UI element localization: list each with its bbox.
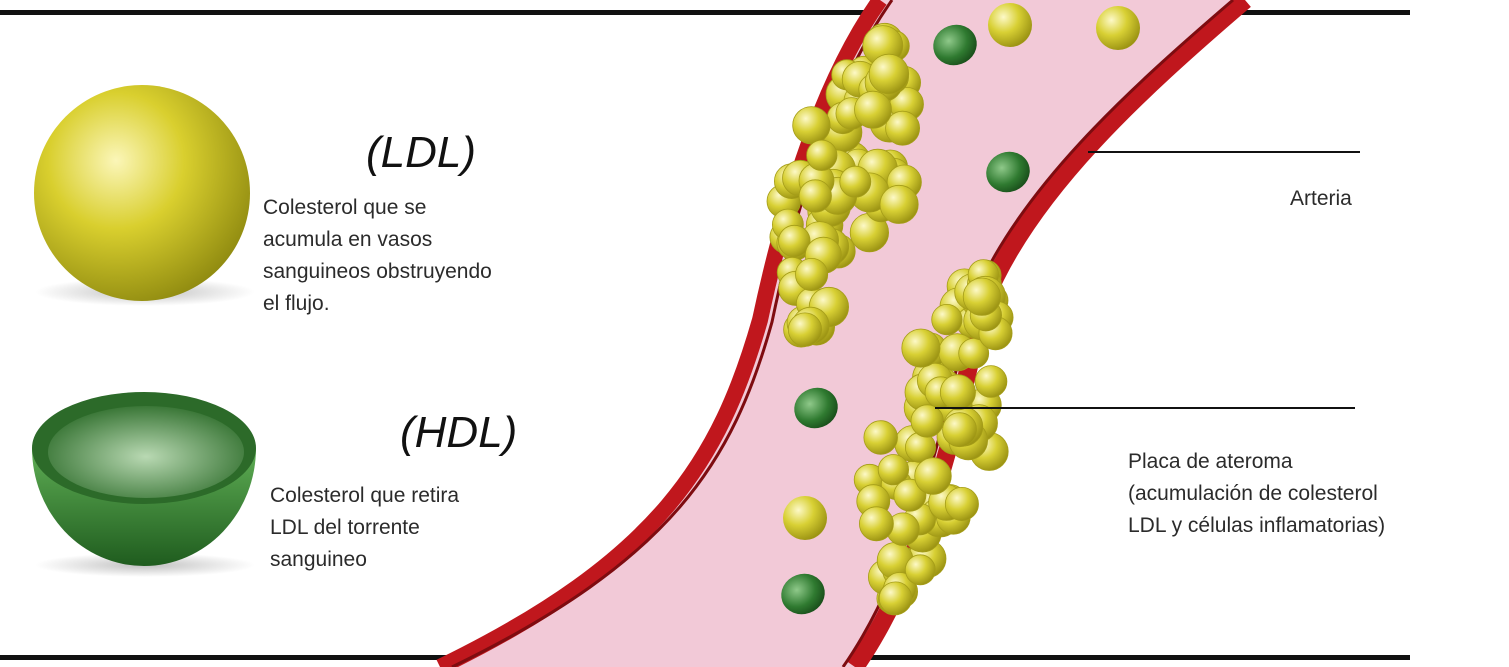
hdl-line: Colesterol que retira [270,480,600,512]
ldl-line: acumula en vasos [263,224,623,256]
plaque-ldl-ball [880,185,918,223]
plaque-ldl-ball [932,304,962,334]
hdl-heading: (HDL) [400,408,517,458]
plaque-ldl-ball [855,91,892,128]
hdl-line: LDL del torrente [270,512,600,544]
placa-line: LDL y células inflamatorias) [1128,510,1503,542]
ldl-line: Colesterol que se [263,192,623,224]
plaque-ldl-ball [940,375,975,410]
ldl-sphere-icon [34,85,250,301]
plaque-ldl-ball [864,421,898,455]
plaque-ldl-ball [859,507,893,541]
ldl-particle [1096,6,1140,50]
ldl-description: Colesterol que se acumula en vasos sangu… [263,192,623,320]
plaque-ldl-ball [793,107,830,144]
plaque-ldl-ball [915,458,952,495]
plaque-ldl-ball [905,555,935,585]
ldl-particle [988,3,1032,47]
ldl-heading: (LDL) [366,128,476,178]
hdl-bowl-icon [32,392,256,566]
plaque-ldl-ball [902,329,940,367]
plaque-ldl-ball [879,582,912,615]
hdl-line: sanguineo [270,544,600,576]
plaque-ldl-ball [943,413,977,447]
plaque-ldl-ball [799,180,831,212]
plaque-ldl-ball [975,366,1007,398]
hdl-description: Colesterol que retira LDL del torrente s… [270,480,600,576]
ldl-line: sanguineos obstruyendo [263,256,623,288]
plaque-ldl-ball [911,405,943,437]
plaque-ldl-ball [945,487,978,520]
placa-line: Placa de ateroma [1128,446,1503,478]
plaque-ldl-ball [869,54,909,94]
plaque-ldl-ball [963,278,1000,315]
placa-line: (acumulación de colesterol [1128,478,1503,510]
plaque-ldl-ball [807,140,837,170]
plaque-ldl-ball [840,166,871,197]
ldl-line: el flujo. [263,288,623,320]
plaque-ldl-ball [796,258,828,290]
plaque-ldl-ball [788,313,821,346]
ldl-particle [783,496,827,540]
placa-label: Placa de ateroma (acumulación de coleste… [1128,446,1503,542]
arteria-label: Arteria [1290,183,1352,215]
